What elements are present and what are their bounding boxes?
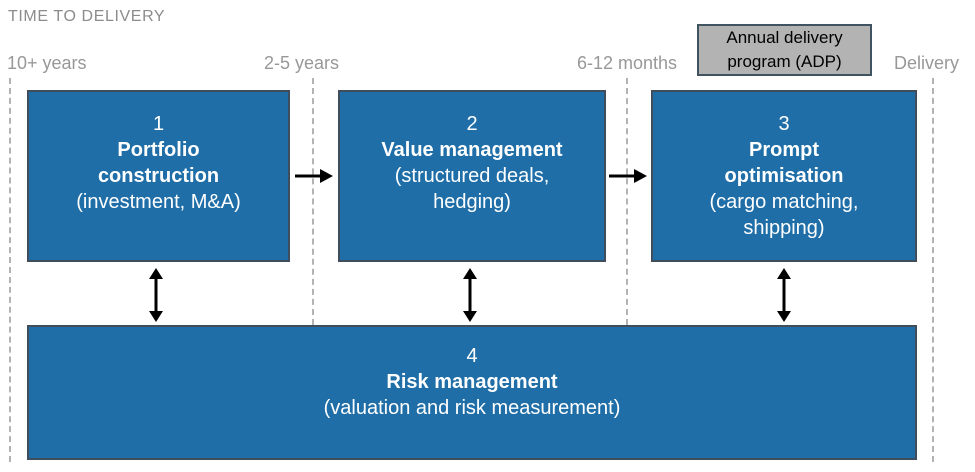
timeline-label-6-12-months: 6-12 months — [577, 53, 678, 73]
timeline-divider-6-12-months — [626, 78, 628, 325]
timeline-divider-10-plus-years — [9, 78, 11, 462]
timeline-divider-delivery — [932, 78, 934, 462]
double-vertical-arrow-icon — [463, 268, 477, 322]
box-value-management: 2 Value management (structured deals, he… — [338, 90, 606, 262]
box-subtitle: (valuation and risk measurement) — [323, 397, 621, 419]
timeline-label-2-5-years: 2-5 years — [264, 53, 340, 73]
timeline-label-10-plus-years: 10+ years — [7, 53, 87, 73]
box-portfolio-construction: 1 Portfolio construction (investment, M&… — [27, 90, 290, 262]
box-number: 2 — [466, 113, 478, 135]
double-vertical-arrow-icon — [777, 268, 791, 322]
timeline-divider-2-5-years — [312, 78, 314, 325]
box-title: Value management — [381, 139, 563, 161]
box-title: Prompt optimisation — [724, 139, 844, 187]
box-title: Portfolio construction — [97, 139, 220, 187]
box-number: 4 — [466, 345, 478, 367]
box-title: Risk management — [386, 371, 558, 393]
diagram-title: TIME TO DELIVERY — [8, 8, 166, 25]
box-prompt-optimisation: 3 Prompt optimisation (cargo matching, s… — [651, 90, 917, 262]
annual-delivery-program-box: Annual delivery program (ADP) — [697, 24, 872, 76]
box-subtitle: (cargo matching, shipping) — [709, 191, 859, 239]
box-number: 3 — [778, 113, 790, 135]
box-subtitle: (structured deals, hedging) — [394, 165, 550, 213]
right-arrow-icon — [609, 169, 647, 183]
box-risk-management: 4 Risk management (valuation and risk me… — [27, 325, 917, 460]
double-vertical-arrow-icon — [149, 268, 163, 322]
box-subtitle: (investment, M&A) — [76, 191, 241, 213]
box-number: 1 — [152, 113, 165, 135]
right-arrow-icon — [295, 169, 333, 183]
timeline-label-delivery: Delivery — [894, 53, 960, 73]
